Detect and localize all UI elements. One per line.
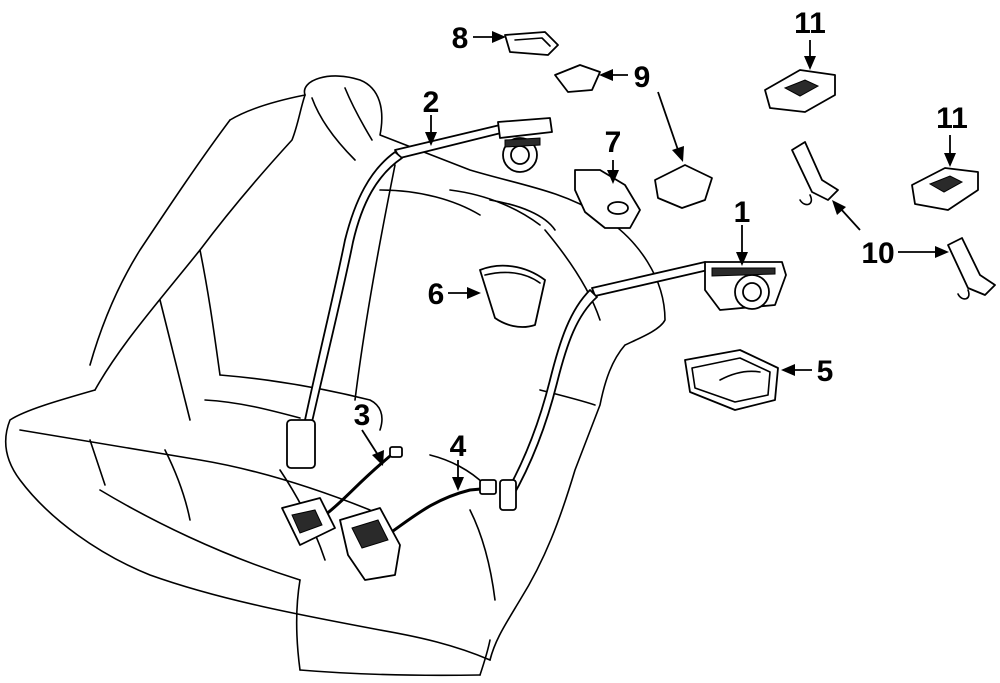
- callout-10: 10: [861, 237, 894, 270]
- callout-8: 8: [452, 22, 469, 55]
- rear-seat-outline: [4, 75, 666, 677]
- callout-1: 1: [734, 196, 751, 229]
- callout-4: 4: [450, 430, 467, 463]
- callout-11-top: 11: [794, 7, 826, 40]
- callout-5: 5: [817, 355, 834, 388]
- callout-2: 2: [423, 86, 440, 119]
- part-4-buckle: [339, 479, 497, 581]
- part-2-seat-belt-assembly: [286, 117, 553, 469]
- part-9-covers: [554, 64, 713, 209]
- leader-lines: [361, 31, 956, 491]
- part-1-seat-belt-assembly: [499, 261, 787, 511]
- part-7-cover: [574, 169, 641, 229]
- callout-7: 7: [605, 126, 622, 159]
- part-6-cup-holder: [479, 264, 546, 328]
- callout-6: 6: [428, 278, 445, 311]
- part-10-brackets: [791, 141, 996, 300]
- part-8-cover: [504, 31, 559, 56]
- callout-3: 3: [354, 399, 371, 432]
- callout-11-right: 11: [936, 102, 968, 135]
- callout-9: 9: [634, 61, 651, 94]
- part-3-buckle: [281, 446, 403, 546]
- part-11-trims: [764, 69, 979, 211]
- part-5-storage-tray: [684, 349, 779, 411]
